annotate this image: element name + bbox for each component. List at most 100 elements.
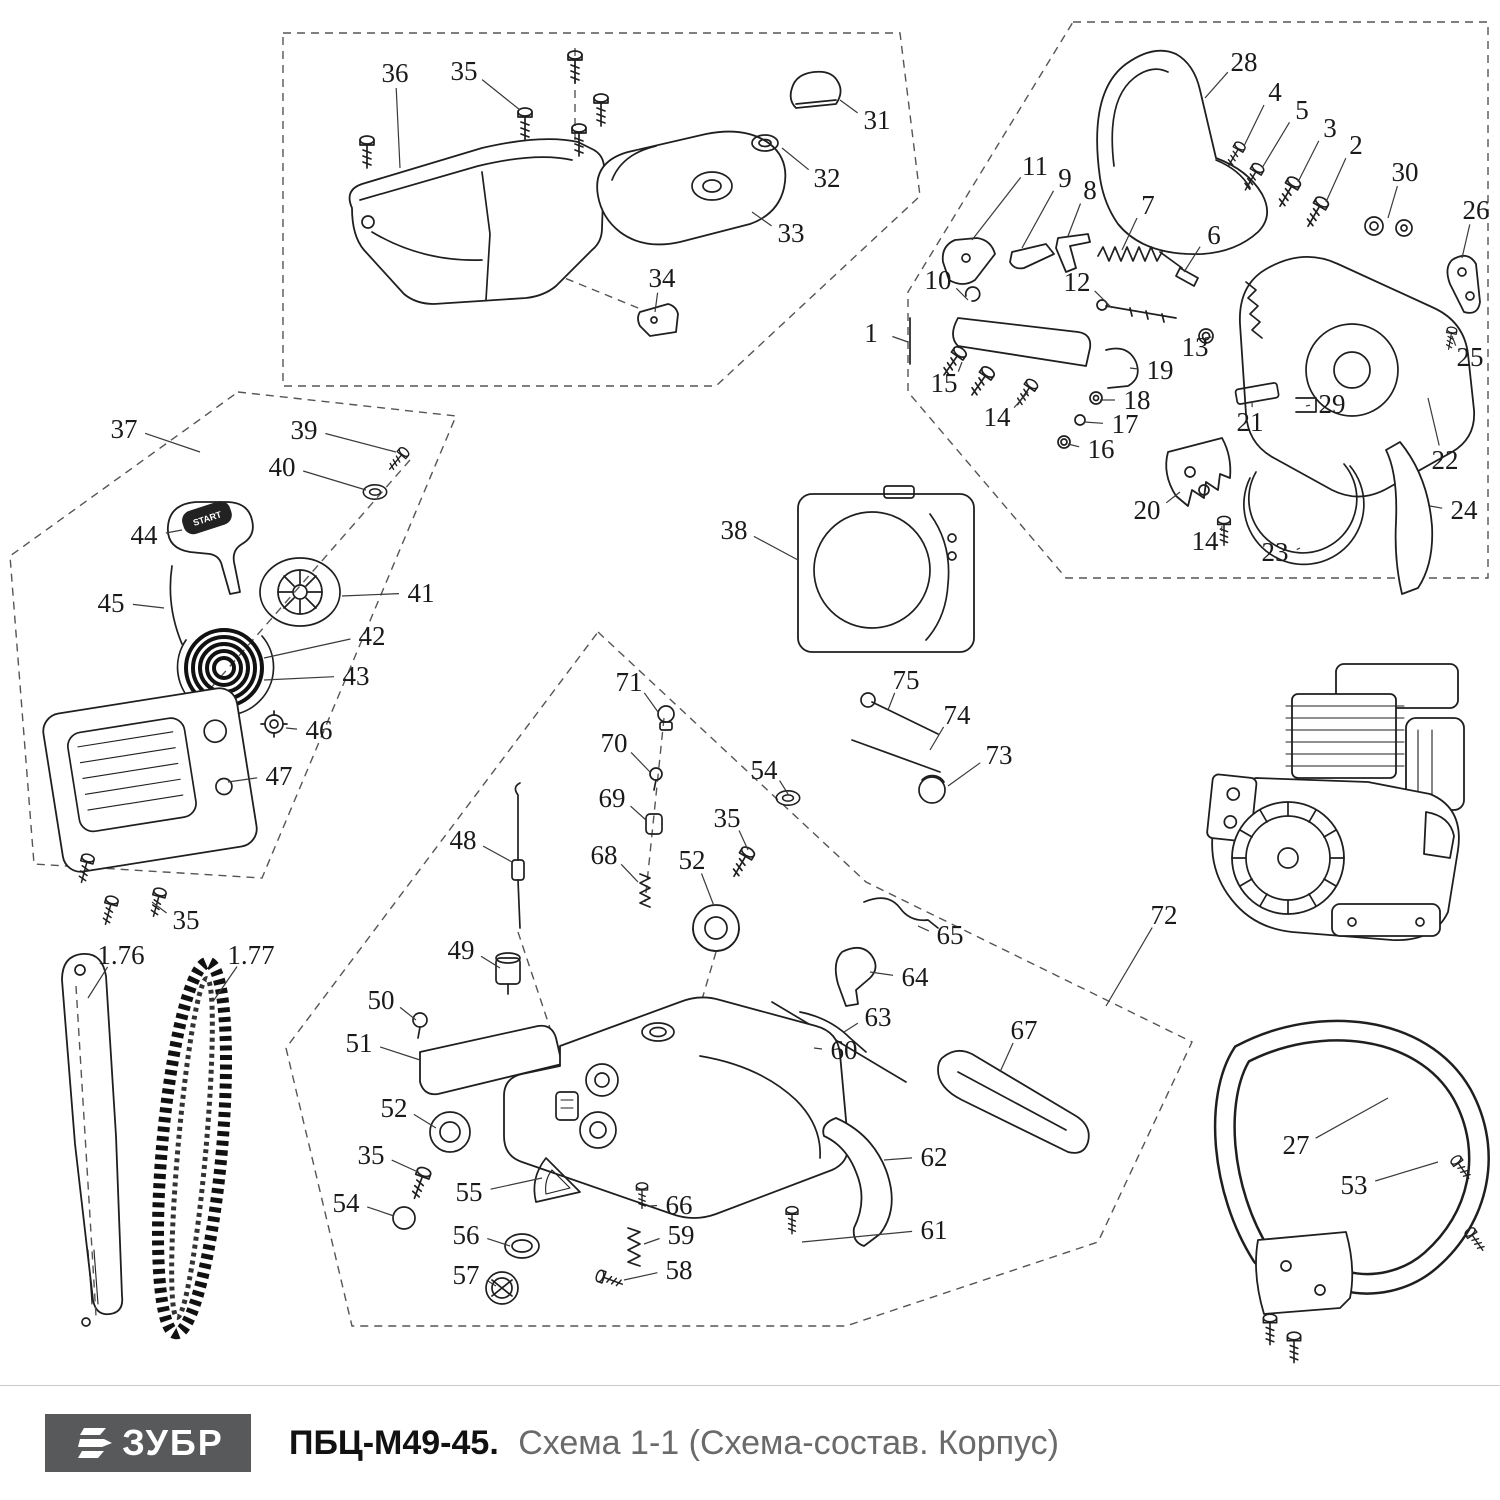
part-label-14: 14 [1192,526,1220,556]
starter-assembly-drawing: START [42,445,412,927]
part-label-49: 49 [448,935,475,965]
part-label-13: 13 [1182,332,1209,362]
leader-line [654,292,659,313]
part-label-57: 57 [453,1260,480,1290]
leader-line [144,432,201,453]
leader-line [1461,224,1471,259]
part-label-35: 35 [173,905,200,935]
part-label-39: 39 [291,415,318,445]
leader-line [643,692,659,713]
part-label-66: 66 [666,1190,693,1220]
leader-line [779,780,789,795]
part-label-72: 72 [1151,900,1178,930]
leader-line [1429,505,1443,509]
part-label-1.76: 1.76 [97,940,144,970]
part-label-55: 55 [456,1177,483,1207]
leader-line [481,79,521,111]
part-label-7: 7 [1141,190,1155,220]
part-label-52: 52 [381,1093,408,1123]
part-label-34: 34 [649,263,677,293]
part-label-68: 68 [591,840,618,870]
part-label-47: 47 [266,761,293,791]
zubr-logo-icon [78,1428,113,1458]
leader-line [367,1206,395,1217]
saw-chain-drawing [152,956,232,1340]
leader-line [1183,246,1201,273]
part-label-60: 60 [831,1035,858,1065]
part-label-32: 32 [814,163,841,193]
leader-line [1083,421,1104,424]
part-label-25: 25 [1457,342,1484,372]
leader-line [892,335,909,343]
part-label-28: 28 [1231,47,1258,77]
part-label-43: 43 [343,661,370,691]
leader-line [620,863,639,883]
part-label-37: 37 [111,414,138,444]
part-label-75: 75 [893,665,920,695]
part-label-23: 23 [1262,537,1289,567]
leader-line [1243,104,1265,147]
part-label-20: 20 [1134,495,1161,525]
leader-line [482,845,513,863]
part-label-64: 64 [902,962,930,992]
tank-housing-assembly-drawing [392,692,1090,1305]
leader-line [1261,121,1291,169]
schema-subtitle: Схема 1-1 (Схема-состав. Корпус) [518,1423,1059,1462]
leader-line [325,432,397,453]
exploded-parts-diagram: START [9,21,1490,1364]
leader-line [801,1230,913,1243]
engine-assembly-drawing [1206,663,1465,941]
part-label-22: 22 [1432,445,1459,475]
leader-line [227,777,258,783]
part-label-46: 46 [306,715,333,745]
part-label-3: 3 [1323,113,1337,143]
part-label-11: 11 [1022,151,1048,181]
leader-line [1297,140,1320,183]
leader-line [1021,190,1055,249]
leader-line [1375,1161,1439,1182]
part-label-59: 59 [668,1220,695,1250]
leader-line [487,1238,511,1247]
part-label-35: 35 [451,56,478,86]
part-label-17: 17 [1112,409,1139,439]
part-label-65: 65 [937,920,964,950]
part-label-4: 4 [1268,77,1282,107]
part-label-53: 53 [1341,1170,1368,1200]
model-number: ПБЦ-М49-45. [289,1423,499,1462]
leader-line [1121,217,1138,251]
leader-line [947,762,981,787]
leader-line [700,873,715,907]
part-label-14: 14 [984,402,1012,432]
leader-line [917,925,930,932]
leader-line [630,751,651,773]
part-label-31: 31 [864,105,891,135]
part-label-51: 51 [346,1028,373,1058]
part-label-15: 15 [931,368,958,398]
leader-line [165,529,183,534]
leader-line [999,1042,1014,1073]
part-label-18: 18 [1124,385,1151,415]
part-label-1.77: 1.77 [227,940,274,970]
leader-line [887,692,896,711]
leader-line [486,1279,497,1287]
part-label-36: 36 [382,58,409,88]
leader-line [1094,290,1113,309]
part-label-48: 48 [450,825,477,855]
deflector-plate-drawing [797,485,975,653]
leader-line [213,966,238,1001]
footer: ЗУБР ПБЦ-М49-45. Схема 1-1 (Схема-состав… [0,1385,1500,1500]
part-label-21: 21 [1237,407,1264,437]
part-label-8: 8 [1083,175,1097,205]
leader-line [955,287,969,301]
part-label-63: 63 [865,1002,892,1032]
part-label-6: 6 [1207,220,1221,250]
leader-line [132,603,165,609]
part-label-40: 40 [269,452,296,482]
leader-line [1296,547,1301,551]
leader-line [263,638,351,659]
leader-line [1067,443,1080,448]
part-label-54: 54 [751,755,779,785]
leader-line [399,1006,417,1021]
part-label-35: 35 [714,803,741,833]
part-label-38: 38 [721,515,748,545]
